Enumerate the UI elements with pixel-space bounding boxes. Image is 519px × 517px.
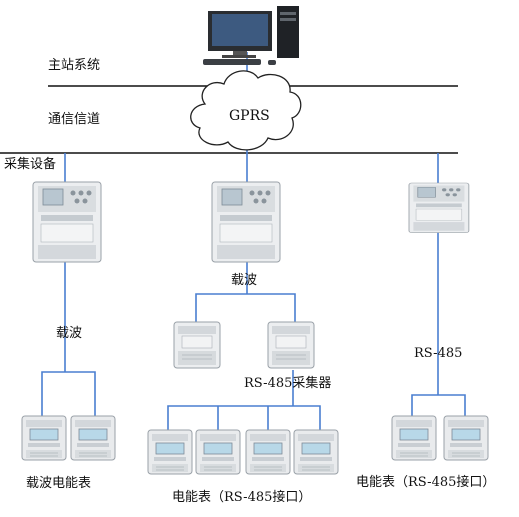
meters-right-caption: 电能表（RS-485接口） [356, 475, 496, 490]
layer-label-channel: 通信信道 [48, 112, 101, 127]
meter-mid-2 [195, 429, 241, 475]
meter-right-2 [443, 415, 489, 461]
meter-left-2 [70, 415, 116, 461]
collector-left [173, 321, 221, 369]
meters-left-caption: 载波电能表 [26, 476, 92, 491]
computer-icon [203, 6, 299, 65]
meter-mid-1 [147, 429, 193, 475]
layer-label-device: 采集设备 [4, 157, 57, 172]
concentrator-middle [211, 181, 281, 263]
concentrator-right [408, 182, 470, 234]
meter-right-1 [391, 415, 437, 461]
meter-left-1 [21, 415, 67, 461]
meter-mid-3 [245, 429, 291, 475]
carrier-label-left: 载波 [56, 326, 83, 341]
layer-label-master: 主站系统 [48, 58, 101, 73]
rs485-label-right: RS-485 [414, 346, 463, 361]
carrier-label-middle: 载波 [231, 273, 258, 288]
meter-mid-4 [293, 429, 339, 475]
link-lines [41, 52, 466, 432]
cloud-label: GPRS [229, 108, 270, 124]
collector-right [267, 321, 315, 369]
concentrator-left [32, 181, 102, 263]
cloud-icon [190, 70, 302, 151]
collector-label: RS-485采集器 [244, 376, 332, 391]
meters-middle-caption: 电能表（RS-485接口） [172, 490, 312, 505]
